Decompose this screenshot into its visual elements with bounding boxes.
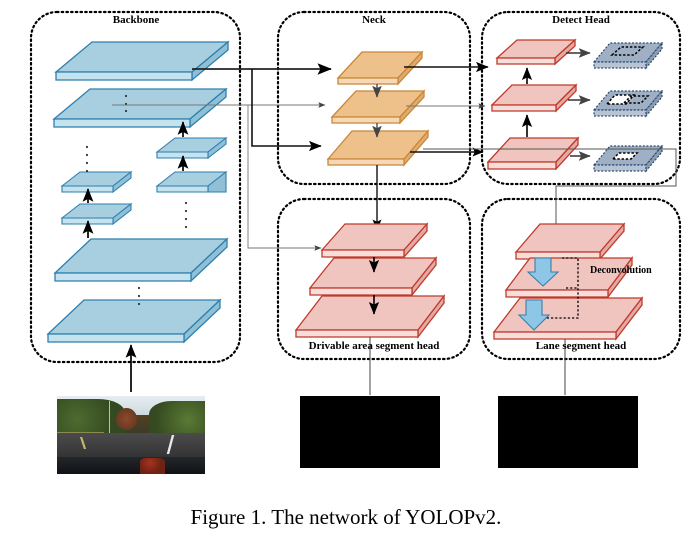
- detect-head-slabs: [486, 38, 580, 171]
- anchor-box-1: [610, 46, 645, 56]
- backbone-slab-second: [52, 87, 228, 129]
- link-backbone-to-drivable-head: [247, 105, 322, 251]
- photo-lane-marking-left: [62, 436, 105, 450]
- deconv-arrow-lower: [517, 299, 551, 331]
- lane-slab-top: [514, 222, 626, 261]
- panel-outline-backbone: [29, 10, 242, 364]
- lane-slab-middle: [504, 256, 634, 299]
- panel-outline-neck: [276, 10, 472, 186]
- panel-outline-drivable-head: [276, 197, 472, 361]
- ellipsis-right-column: [184, 201, 188, 229]
- backbone-to-neck-connections: [112, 63, 332, 251]
- anchor-box-3: [611, 152, 639, 160]
- photo-trees-right: [148, 400, 205, 434]
- backbone-slab-right-upper: [155, 136, 228, 160]
- panel-label-detect-head: Detect Head: [552, 14, 610, 26]
- panel-label-drivable-head: Drivable area segment head: [308, 340, 440, 352]
- detect-slab-top: [495, 38, 577, 66]
- neck-slab-top: [336, 50, 424, 86]
- anchor-slab-3: [592, 144, 664, 173]
- drivable-slab-middle: [308, 256, 438, 297]
- photo-dashboard-object: [139, 458, 166, 474]
- panel-outlines: [29, 10, 682, 364]
- lane-mask-image: [498, 396, 638, 468]
- backbone-internal-arrows: [82, 121, 189, 392]
- detect-head-anchor-slabs: [592, 41, 664, 173]
- panel-label-neck: Neck: [362, 14, 386, 26]
- input-photo: [57, 396, 205, 474]
- backbone-slab-left-lower: [60, 202, 133, 226]
- neck-slab-middle: [330, 89, 426, 125]
- deconv-arrow-upper: [526, 257, 560, 287]
- panel-label-lane-head: Lane segment head: [535, 340, 627, 352]
- backbone-slab-bottom: [46, 298, 222, 344]
- backbone-slab-left-upper: [60, 170, 133, 194]
- detect-to-anchor-arrows: [566, 48, 591, 161]
- drivable-mask-image: [300, 396, 440, 468]
- detect-slab-bottom: [486, 136, 580, 171]
- neck-slabs: [326, 50, 430, 167]
- link-neck-bottom-to-lane-head: [423, 148, 677, 233]
- photo-trees-left: [57, 399, 126, 434]
- anchor-box-2a: [605, 94, 636, 105]
- anchor-slab-1: [592, 41, 664, 70]
- figure-caption: Figure 1. The network of YOLOPv2.: [190, 505, 502, 529]
- deconvolution-arrows: [517, 257, 560, 331]
- detect-slab-middle: [490, 83, 578, 113]
- drivable-slab-top: [320, 222, 429, 259]
- backbone-slab-lower: [53, 237, 229, 283]
- lane-head-slabs: [492, 222, 644, 341]
- drivable-slab-bottom: [294, 294, 446, 339]
- panel-label-backbone: Backbone: [112, 14, 160, 26]
- backbone-ellipsis-dots: [85, 94, 188, 306]
- neck-slab-bottom: [326, 129, 430, 167]
- backbone-slabs: [46, 40, 230, 344]
- ellipsis-lower-slabs: [137, 286, 141, 306]
- backbone-slab-top: [54, 40, 230, 82]
- anchor-slab-2: [592, 89, 664, 118]
- photo-lane-marking-right: [148, 435, 194, 454]
- neck-to-detect-connections: [372, 61, 677, 233]
- anchor-box-2b: [622, 95, 650, 104]
- photo-tree-red: [116, 408, 137, 431]
- deconvolution-label: Deconvolution: [590, 265, 652, 276]
- panel-outline-detect-head: [480, 10, 682, 186]
- ellipsis-left-column: [85, 145, 89, 173]
- photo-pole: [108, 400, 111, 434]
- link-backbone-to-neck-bottom: [251, 69, 322, 152]
- photo-dashboard: [57, 456, 205, 474]
- panel-outline-lane-head: [480, 197, 682, 361]
- drivable-head-slabs: [294, 222, 446, 339]
- deconvolution-callout: [546, 257, 579, 319]
- backbone-slab-right-lower: [155, 170, 228, 193]
